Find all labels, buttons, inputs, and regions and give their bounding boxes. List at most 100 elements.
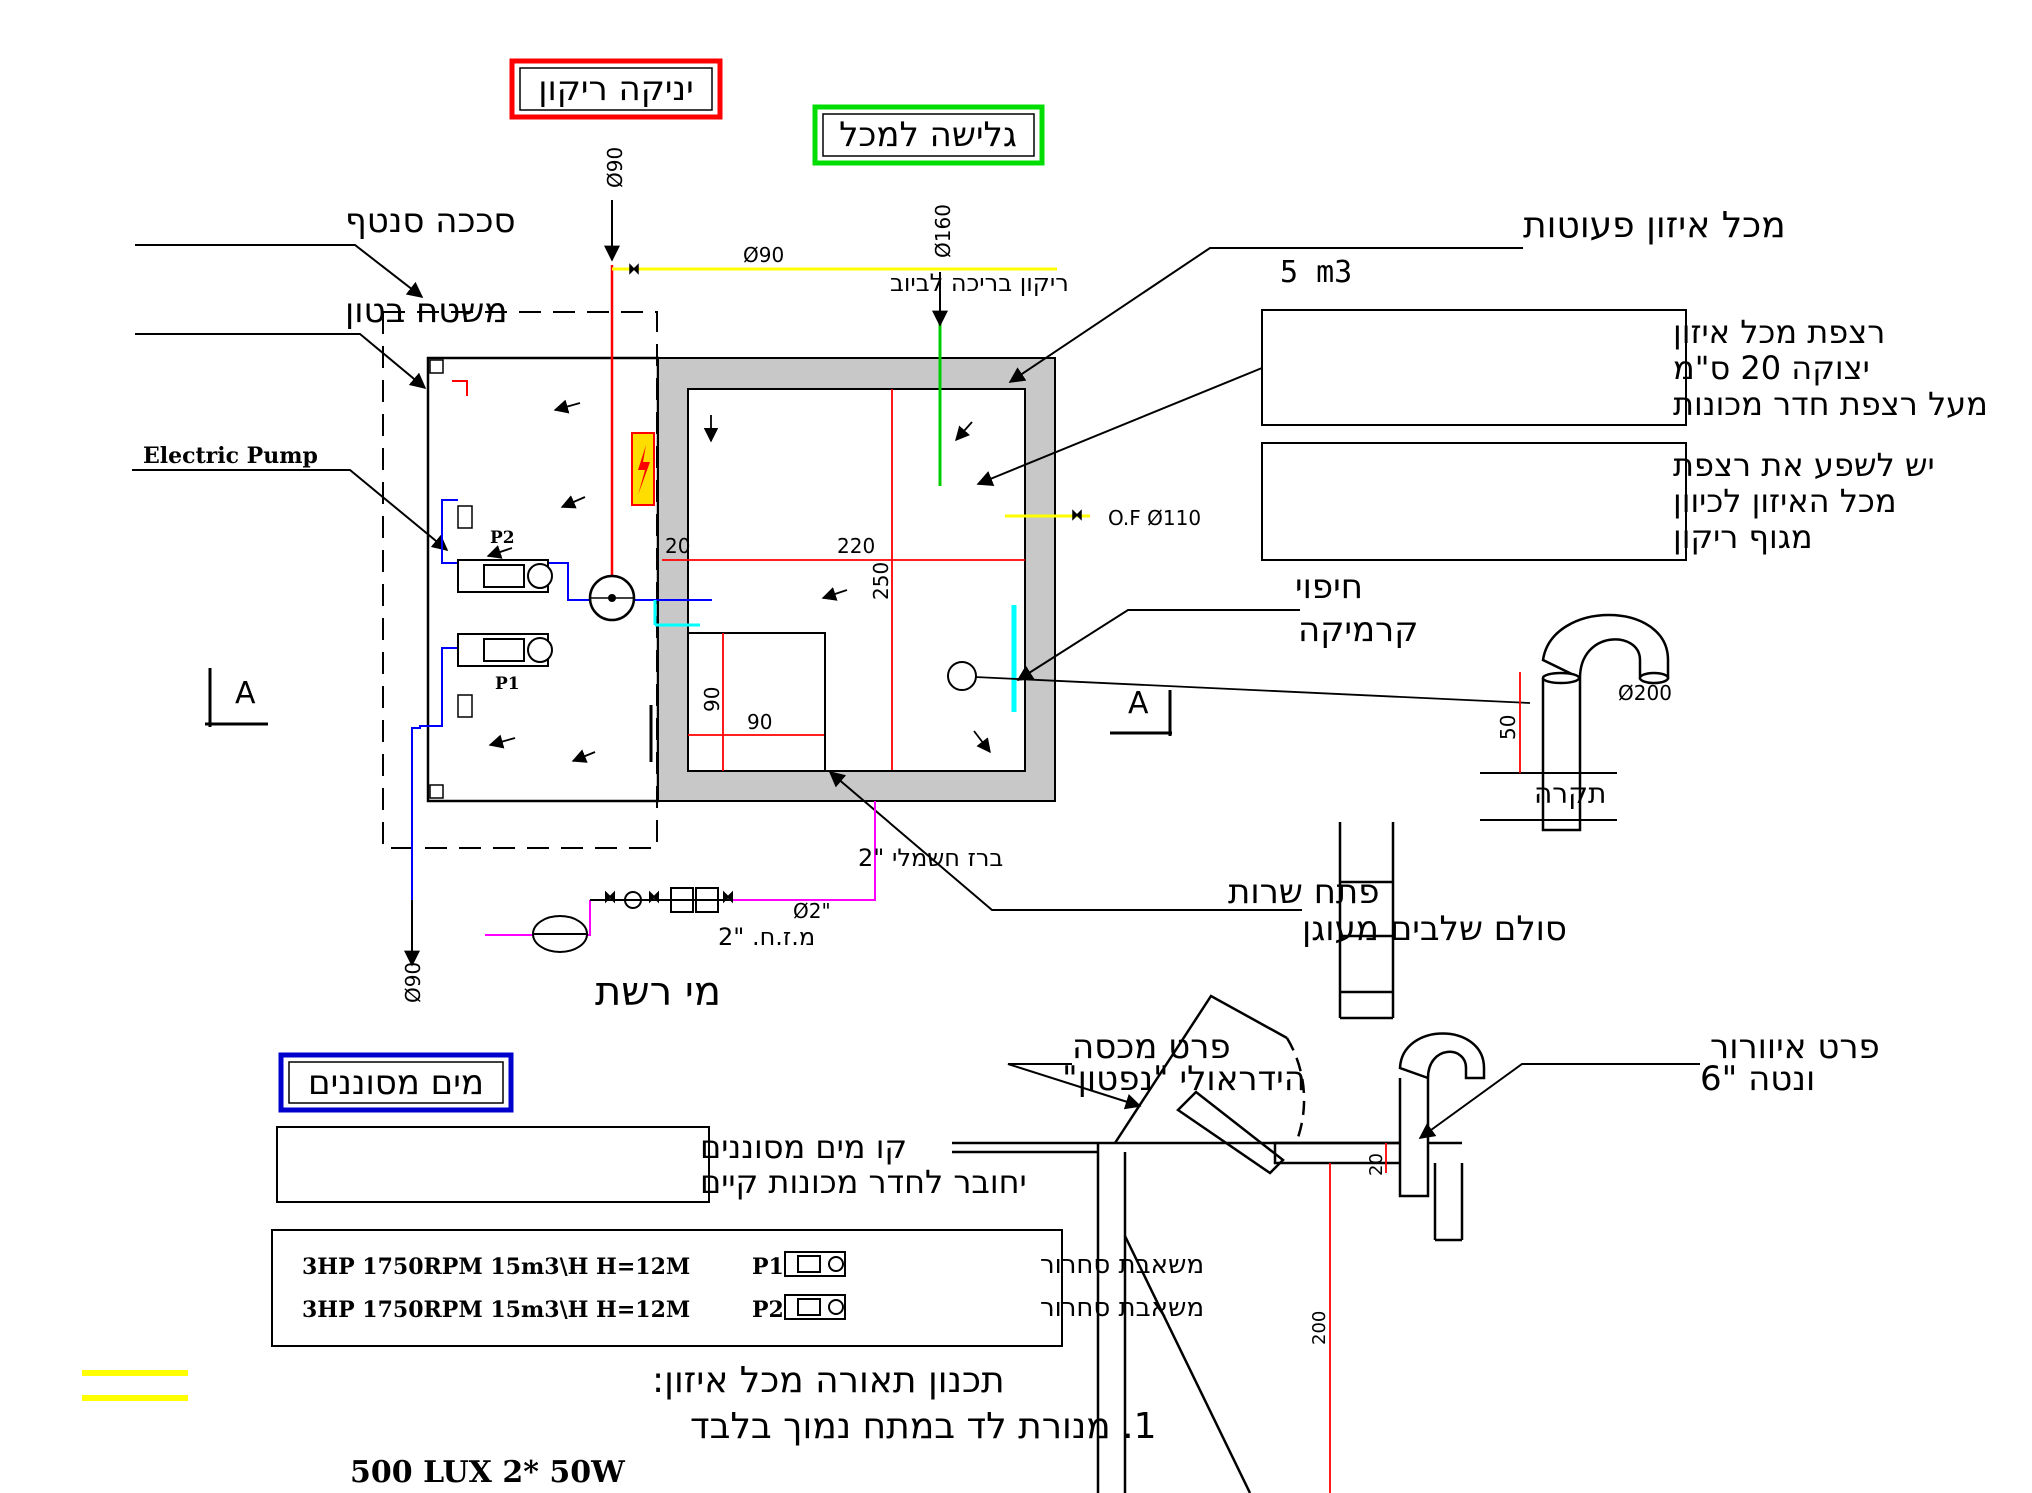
slab-corner-top	[429, 359, 444, 374]
mains-label: מי רשת	[595, 969, 721, 1015]
vent-leader	[1418, 1063, 1700, 1139]
access-label-2: סולם שלבים מעוגן	[1302, 909, 1567, 949]
access-hatch	[687, 632, 826, 772]
filtered-note-1: קו מים מסוננים	[700, 1128, 907, 1166]
slope-note-3: מגוף ריקון	[1673, 518, 1813, 556]
pump-table: 3HP 1750RPM 15m3\H H=12M P1 משאבת סחרור …	[271, 1229, 1204, 1347]
valve-of	[1072, 509, 1082, 521]
tank-title: מכל איזון פעוטות	[1523, 205, 1786, 246]
tile-leader	[1016, 609, 1300, 681]
filtered-label: מים מסוננים	[308, 1063, 484, 1103]
concrete-slab-leader	[135, 333, 427, 390]
floor-note-leader	[976, 367, 1263, 486]
pump-row-2-spec: 3HP 1750RPM 15m3\H H=12M	[302, 1297, 690, 1323]
filtered-note-box: קו מים מסוננים יחובר לחדר מכונות קיים	[276, 1126, 1027, 1203]
dim-d160: Ø160	[931, 204, 955, 258]
pump-row-2-id: P2	[752, 1297, 784, 1323]
filtered-label-box: מים מסוננים	[278, 1052, 514, 1113]
magenta-line	[485, 801, 876, 936]
dim-h20: 20	[1366, 1153, 1387, 1176]
check-valve-top	[457, 505, 473, 529]
cover-section	[952, 994, 1464, 1493]
pump-icon-2	[784, 1294, 846, 1320]
floor-note-1: רצפת מכל איזון	[1673, 313, 1885, 351]
pump-row-1-id: P1	[752, 1254, 784, 1280]
of-label: O.F Ø110	[1108, 506, 1201, 530]
tile-label-1: חיפוי	[1295, 567, 1363, 607]
dim-w20: 20	[665, 534, 690, 558]
vent-pipe-detail	[1541, 613, 1670, 832]
access-label-1: פתח שרות	[1228, 872, 1380, 912]
sump-grate-label: סככה סנטף	[345, 201, 516, 241]
dim-d90-horiz: Ø90	[743, 243, 784, 267]
pump-p2-label: P2	[490, 528, 515, 548]
filtered-note-2: יחובר לחדר מכונות קיים	[700, 1163, 1027, 1201]
tap-label: ברז חשמלי "2	[858, 844, 1003, 872]
blue-pipe-loop	[411, 499, 458, 900]
dim-h200: 200	[1309, 1311, 1330, 1345]
light-note-3: 500 LUX 2* 50W	[350, 1455, 626, 1490]
pump-p2: P2	[457, 528, 553, 593]
tile-label-2: קרמיקה	[1298, 610, 1418, 650]
section-line	[974, 676, 1531, 704]
ladder-elevation	[1338, 822, 1395, 1020]
grate-outline	[382, 311, 658, 849]
section-marker-left: A	[205, 668, 268, 727]
suction-label: יניקה ריקון	[538, 69, 693, 109]
pump-p1: P1	[457, 633, 553, 694]
electric-pump-label: Electric Pump	[143, 443, 318, 469]
dim-d90-bottom: Ø90	[401, 962, 425, 1003]
drain-pool-label: ריקון בריכה לביוב	[890, 269, 1069, 297]
access-leader	[828, 770, 1302, 911]
pump-row-1-spec: 3HP 1750RPM 15m3\H H=12M	[302, 1254, 690, 1280]
vent-6in	[1398, 1032, 1486, 1198]
suction-label-box: יניקה ריקון	[509, 58, 723, 120]
dim-d200: Ø200	[1618, 681, 1672, 705]
check-valve-bottom	[457, 694, 473, 718]
slope-arrows	[486, 399, 991, 763]
lightning-icon	[638, 445, 650, 495]
mains-fittings	[532, 887, 733, 953]
ceiling-label: תקרה	[1534, 777, 1606, 810]
slope-note-1: יש לשפע את רצפת	[1673, 446, 1935, 484]
slab-corner-bottom	[429, 784, 444, 799]
balance-tank-interior	[687, 388, 1026, 772]
valve-top	[629, 263, 639, 275]
red-corner-mark	[452, 380, 468, 396]
pump-p1-label: P1	[495, 674, 520, 694]
pump-icon-1	[784, 1251, 846, 1277]
light-note-1: תכנון תאורה מכל איזון:	[652, 1360, 1005, 1401]
overflow-label: גלישה למכל	[839, 115, 1017, 155]
electric-pump-leader	[132, 469, 449, 552]
section-marker-right: A	[1110, 686, 1172, 736]
tank-volume: 5 m3	[1280, 255, 1352, 290]
floor-note-3: מעל רצפת חדר מכונות	[1673, 385, 1988, 423]
sump-grate-leader	[135, 244, 424, 298]
slope-note-box: יש לשפע את רצפת מכל האיזון לכיוון מגוף ר…	[1261, 442, 1935, 561]
floor-note-2: יצוקה 20 ס"מ	[1673, 349, 1870, 387]
tank-title-leader	[1008, 247, 1523, 383]
blue-pipe-discharge	[545, 562, 712, 601]
dim-h90: 90	[700, 687, 724, 712]
section-a-left: A	[235, 676, 256, 711]
section-a-right: A	[1128, 686, 1149, 721]
dim-d90-top: Ø90	[603, 147, 627, 188]
cover-label-1: פרט מכסה	[1072, 1027, 1231, 1067]
light-note-2: 1. מנורת לד במתח נמוך בלבד	[690, 1406, 1157, 1447]
dim-w220: 220	[837, 534, 875, 558]
dim-h250: 250	[869, 562, 893, 600]
pump-row-2-desc: משאבת סחרור	[1040, 1293, 1204, 1323]
slope-note-2: מכל האיזון לכיוון	[1673, 482, 1897, 520]
cover-label-2: הידראולי "נפטון"	[1062, 1059, 1306, 1099]
floor-note-box: רצפת מכל איזון יצוקה 20 ס"מ מעל רצפת חדר…	[1261, 309, 1988, 426]
cover-leader	[1007, 1063, 1142, 1110]
vent-label-1: פרט איוורור	[1710, 1027, 1880, 1067]
drain-outlet	[947, 661, 977, 691]
dim-w90: 90	[747, 710, 772, 734]
strainer	[588, 574, 636, 622]
dim-2in: Ø2"	[793, 899, 831, 923]
vent-label-2: ונטה "6	[1700, 1059, 1815, 1099]
pump-row-1-desc: משאבת סחרור	[1040, 1250, 1204, 1280]
meter-label: מ.ז.ח. "2	[718, 923, 815, 951]
dim-h50: 50	[1496, 715, 1520, 740]
